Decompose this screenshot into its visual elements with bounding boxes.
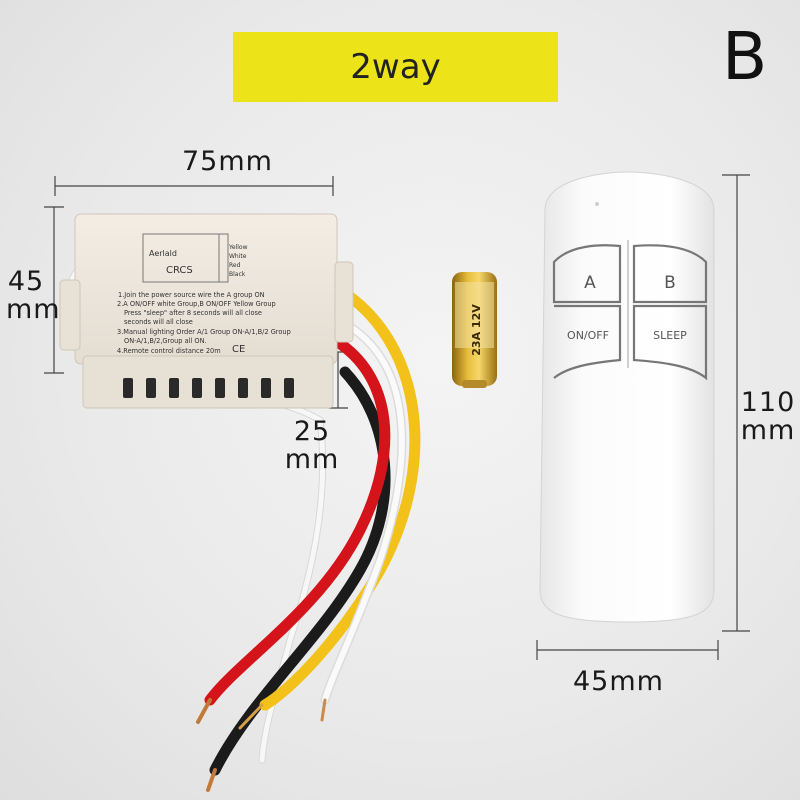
label-remote-height-value: 110 bbox=[740, 387, 796, 418]
instruction-line: 2.A ON/OFF white Group,B ON/OFF Yellow G… bbox=[117, 300, 276, 308]
ce-mark: CE bbox=[232, 344, 245, 355]
label-receiver-depth-unit: mm bbox=[284, 444, 340, 475]
instruction-line: 4.Remote control distance 20m bbox=[117, 347, 221, 355]
wire-legend-red: Red bbox=[229, 262, 241, 269]
remote-button-on-off: ON/OFF bbox=[567, 329, 609, 342]
remote-button-sleep: SLEEP bbox=[653, 329, 687, 342]
instruction-line: 3.Manual lighting Order A/1 Group ON-A/1… bbox=[117, 328, 291, 336]
wire-legend-yellow: Yellow bbox=[228, 244, 248, 251]
receiver-module bbox=[59, 213, 354, 409]
label-receiver-width: 75mm bbox=[182, 146, 273, 177]
banner-2way: 2way bbox=[233, 32, 558, 102]
instruction-line: Press "sleep" after 8 seconds will all c… bbox=[124, 309, 262, 317]
remote-button-b: B bbox=[664, 273, 676, 293]
label-receiver-height-value: 45 bbox=[7, 266, 45, 297]
dimension-line-remote-height bbox=[722, 174, 750, 632]
dimension-line-remote-width bbox=[536, 640, 719, 660]
instruction-line: seconds will all close bbox=[124, 318, 193, 326]
battery-label: 23A 12V bbox=[470, 304, 483, 356]
label-remote-height-unit: mm bbox=[740, 415, 796, 446]
wire-legend-white: White bbox=[229, 253, 247, 260]
instruction-line: ON-A/1,B/2,Group all ON. bbox=[124, 337, 207, 345]
variant-letter: B bbox=[722, 18, 768, 95]
receiver-brand: Aerlald bbox=[149, 249, 177, 258]
dimension-line-receiver-width bbox=[54, 176, 334, 196]
battery-23a bbox=[452, 272, 497, 388]
wire-legend-black: Black bbox=[229, 271, 246, 278]
label-receiver-depth: 25 mm bbox=[283, 418, 341, 474]
label-remote-width: 45mm bbox=[573, 666, 664, 697]
remote-control bbox=[539, 171, 715, 623]
receiver-wire-legend: Yellow White Red Black bbox=[228, 244, 248, 278]
instruction-line: 1.Join the power source wire the A group… bbox=[118, 291, 265, 299]
receiver-instructions: 1.Join the power source wire the A group… bbox=[117, 291, 291, 355]
label-remote-height: 110 mm bbox=[738, 389, 798, 445]
label-receiver-height-unit: mm bbox=[6, 294, 61, 325]
receiver-model: CRCS bbox=[166, 265, 193, 276]
label-receiver-depth-value: 25 bbox=[293, 416, 331, 447]
remote-button-a: A bbox=[584, 273, 596, 293]
label-receiver-height: 45 mm bbox=[6, 266, 61, 325]
dimension-line-receiver-height bbox=[44, 206, 64, 374]
